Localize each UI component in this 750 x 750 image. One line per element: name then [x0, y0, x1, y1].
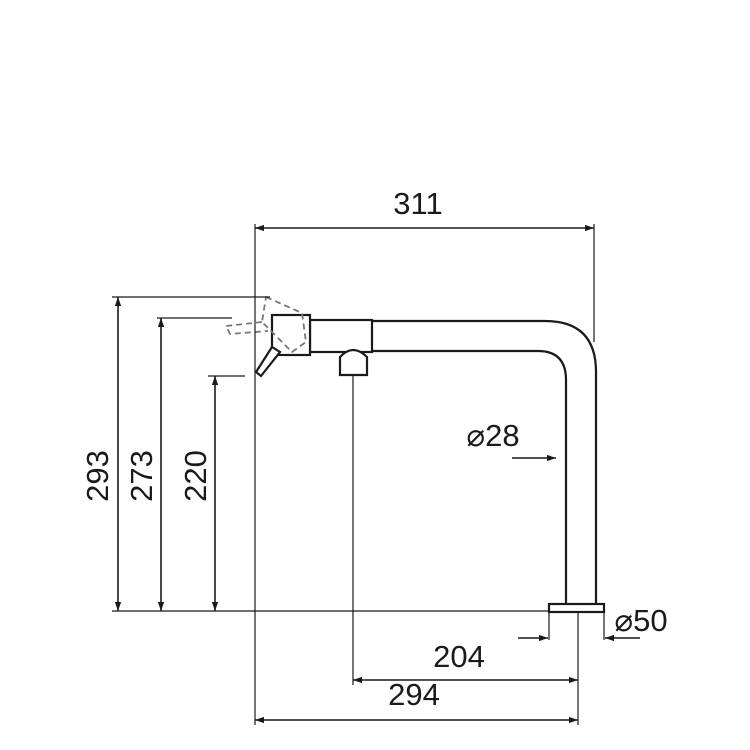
lever-raised-position: [261, 295, 307, 354]
dimension-lines: [114, 224, 640, 724]
faucet-outline: [224, 295, 606, 614]
label-220: 220: [178, 450, 213, 502]
aerator: [338, 348, 369, 377]
lever-raised-arm: [224, 321, 269, 335]
lever-handle: [254, 345, 282, 378]
base-flange: [547, 602, 606, 614]
label-293: 293: [80, 450, 115, 502]
label-204: 204: [433, 639, 485, 674]
dimension-labels: 311 293 273 220 ⌀28 ⌀50 204 294: [80, 186, 668, 712]
extension-lines: [112, 224, 605, 725]
label-311: 311: [393, 186, 442, 221]
spout-pipe-inner: [370, 349, 568, 604]
label-294: 294: [388, 677, 440, 712]
label-dia-28: ⌀28: [466, 418, 519, 453]
label-273: 273: [124, 450, 159, 502]
mixer-body: [308, 318, 374, 354]
label-dia-50: ⌀50: [614, 603, 667, 638]
handle-block: [270, 313, 312, 357]
